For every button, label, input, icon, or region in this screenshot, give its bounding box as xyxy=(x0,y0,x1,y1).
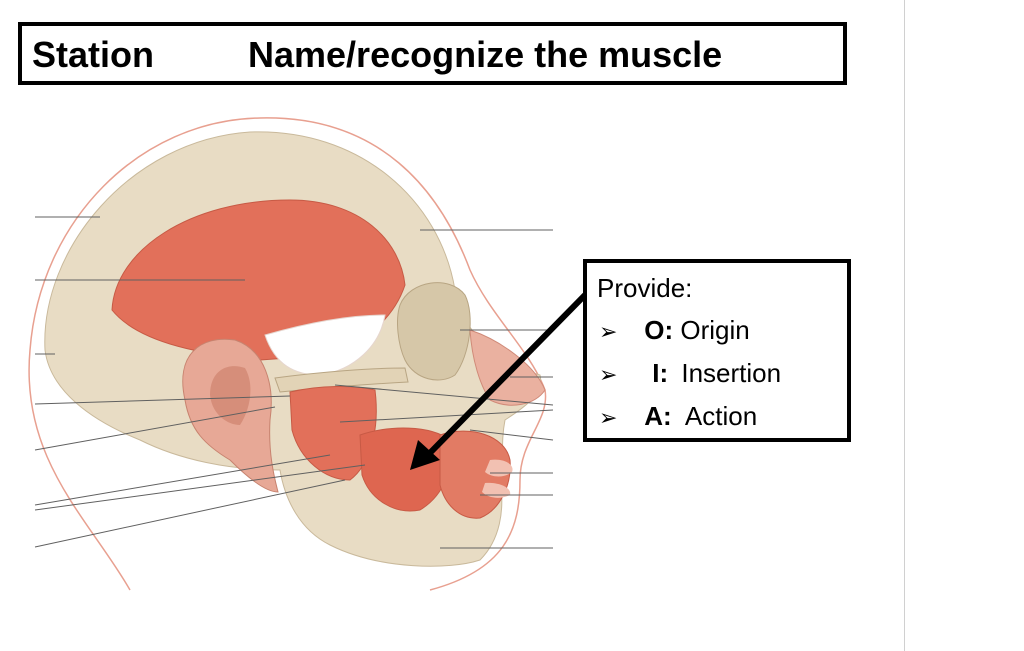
page-title: Name/recognize the muscle xyxy=(248,34,723,75)
pointer-arrow-head xyxy=(410,440,440,470)
provide-item-text: Insertion xyxy=(681,358,782,388)
provide-item-text: Action xyxy=(684,401,758,431)
label-line xyxy=(339,409,554,423)
provide-item-origin: ➢ O: Origin xyxy=(599,315,750,346)
skull-muscle-illustration xyxy=(28,117,588,591)
label-line xyxy=(34,464,366,511)
station-label: Station xyxy=(32,34,154,75)
provide-item-key: I: xyxy=(652,358,669,388)
provide-item-key: A: xyxy=(644,401,672,431)
label-line xyxy=(34,395,291,405)
label-line xyxy=(334,384,554,406)
pointer-arrow-shaft xyxy=(422,292,588,461)
label-line xyxy=(469,429,554,441)
orbit xyxy=(397,282,471,381)
arrowhead-bullet-icon: ➢ xyxy=(599,362,618,387)
label-lines-left xyxy=(34,216,366,548)
title-box: Station Name/recognize the muscle xyxy=(18,22,847,85)
provide-item-text: Origin xyxy=(680,315,750,345)
arrowhead-bullet-icon: ➢ xyxy=(599,405,618,430)
temporalis-tendon xyxy=(264,314,386,376)
label-line xyxy=(34,406,276,451)
page-divider xyxy=(904,0,905,651)
provide-box: Provide: ➢ O: Origin ➢ I: Insertion ➢ A:… xyxy=(583,259,851,442)
label-lines-right xyxy=(334,229,554,549)
provide-title: Provide: xyxy=(597,273,693,303)
ear-inner xyxy=(210,366,251,425)
provide-item-action: ➢ A: Action xyxy=(599,401,757,432)
label-line xyxy=(34,479,346,548)
arrowhead-bullet-icon: ➢ xyxy=(599,319,618,344)
skin-outline xyxy=(28,117,547,591)
lips xyxy=(485,459,513,477)
lower-lip xyxy=(482,482,511,498)
provide-item-key: O: xyxy=(644,315,674,345)
provide-item-insertion: ➢ I: Insertion xyxy=(599,358,781,389)
label-line xyxy=(34,454,331,506)
